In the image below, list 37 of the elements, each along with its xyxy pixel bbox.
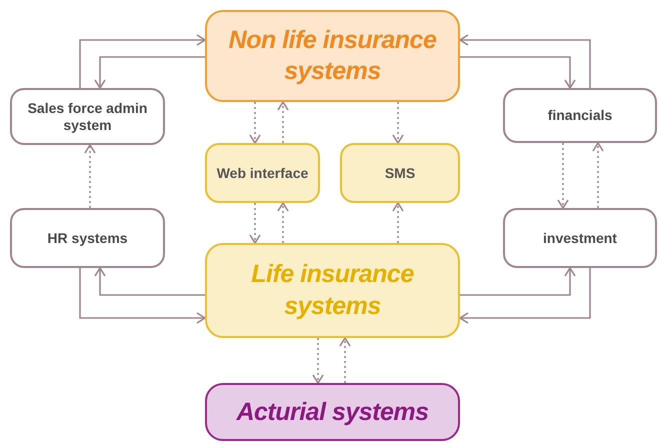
arrow <box>79 34 206 88</box>
arrow <box>249 203 261 244</box>
arrow <box>79 268 206 324</box>
arrow <box>592 142 604 208</box>
arrow <box>460 267 576 296</box>
component-box <box>340 143 460 203</box>
arrow <box>459 34 591 88</box>
node-label: Web interface <box>216 165 308 181</box>
node-label: Non life insurance systems <box>228 24 438 87</box>
component-box <box>205 143 320 203</box>
arrow <box>392 102 404 144</box>
arrow <box>392 202 404 243</box>
node-label: Life insurance systems <box>250 259 415 322</box>
arrow <box>459 268 591 324</box>
arrow <box>94 267 205 296</box>
arrow <box>312 338 324 384</box>
system-box <box>503 88 657 143</box>
system-box <box>503 208 657 268</box>
node-label: Acturial systems <box>236 398 429 426</box>
node-label: SMS <box>384 165 416 181</box>
system-box <box>205 243 460 338</box>
arrow <box>277 101 289 143</box>
node-label: HR systems <box>47 230 128 246</box>
arrow <box>84 144 96 208</box>
arrow <box>339 337 351 383</box>
arrow <box>94 56 205 89</box>
system-box <box>205 383 460 441</box>
arrow <box>277 202 289 243</box>
system-box <box>10 208 165 268</box>
system-box <box>205 10 460 102</box>
node-label: investment <box>543 230 617 246</box>
arrow <box>460 56 576 89</box>
node-label: Sales force admin system <box>26 100 148 134</box>
arrow <box>249 102 261 144</box>
node-label: financials <box>548 107 612 124</box>
arrow <box>557 143 569 209</box>
system-box <box>10 88 165 145</box>
